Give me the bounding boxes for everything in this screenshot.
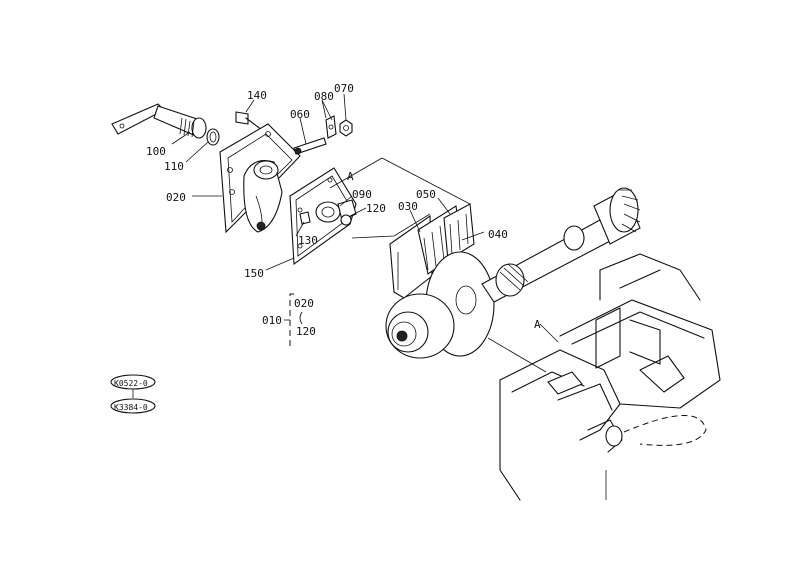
label-150: 150 (244, 267, 264, 280)
label-110: 110 (164, 160, 184, 173)
part-070-nut (339, 119, 353, 137)
label-040: 040 (488, 228, 508, 241)
splined-shaft (481, 219, 613, 303)
label-030: 030 (398, 200, 418, 213)
part-040-disc (443, 203, 475, 261)
section-outline-a (329, 157, 471, 239)
label-010: 010 (262, 314, 282, 327)
label-050: 050 (416, 188, 436, 201)
label-120: 120 (366, 202, 386, 215)
assembly-bracket-010 (284, 293, 303, 347)
badge-bottom-text: K3384-0 (114, 403, 148, 412)
label-ref-a-case: A (534, 318, 541, 331)
part-110-circlip (206, 128, 220, 146)
reference-leader (487, 323, 559, 373)
reference-badge-bottom: K3384-0 (110, 398, 156, 414)
part-120-spring-pin (340, 214, 352, 226)
label-100: 100 (146, 145, 166, 158)
label-010-020: 020 (294, 297, 314, 310)
label-010-120: 120 (296, 325, 316, 338)
reference-badge-top: K0522-0 (110, 374, 156, 390)
part-130-key (299, 211, 311, 225)
part-060-pin (293, 137, 327, 155)
label-ref-a-top: A (347, 170, 354, 183)
callout-leaders (171, 93, 485, 271)
transmission-case (499, 253, 721, 501)
badge-top-text: K0522-0 (114, 379, 148, 388)
part-100-lever (111, 103, 207, 139)
part-090-fork (315, 199, 357, 223)
part-020-cover (219, 123, 301, 234)
label-140: 140 (247, 89, 267, 102)
label-080: 080 (314, 90, 334, 103)
label-130: 130 (298, 234, 318, 247)
label-060: 060 (290, 108, 310, 121)
label-070: 070 (334, 82, 354, 95)
part-140-bolt (235, 111, 263, 131)
label-090: 090 (352, 188, 372, 201)
pulley (385, 293, 455, 359)
part-080-lockplate (325, 115, 337, 139)
label-020: 020 (166, 191, 186, 204)
bevel-gear (593, 187, 641, 245)
